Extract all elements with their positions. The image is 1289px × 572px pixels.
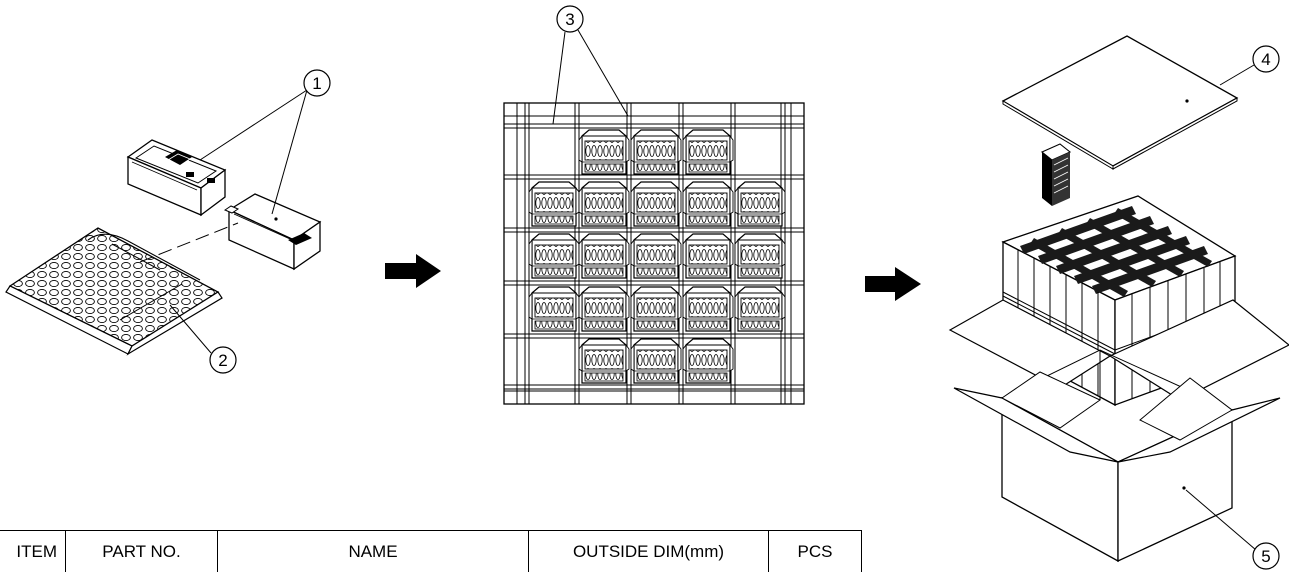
single-module bbox=[1040, 143, 1072, 206]
balloon-4: 4 bbox=[1219, 45, 1280, 86]
battery-module-upper bbox=[126, 139, 227, 217]
bom-col-item: ITEM bbox=[0, 531, 66, 572]
bubble-bag bbox=[5, 227, 223, 356]
packing-tray-grid bbox=[503, 102, 805, 405]
carton-lid-sheet bbox=[1001, 35, 1239, 170]
balloon-2: 2 bbox=[169, 304, 237, 374]
battery-module-lower bbox=[223, 193, 322, 271]
svg-text:2: 2 bbox=[218, 351, 227, 370]
shipping-carton bbox=[948, 299, 1289, 563]
bom-table-header: ITEM PART NO. NAME OUTSIDE DIM(mm) PCS bbox=[0, 530, 862, 572]
svg-text:5: 5 bbox=[1261, 547, 1270, 566]
right-arrow-icon bbox=[865, 267, 921, 301]
balloon-1: 1 bbox=[199, 69, 331, 215]
balloon-5: 5 bbox=[1185, 489, 1280, 570]
bom-col-outside-dim: OUTSIDE DIM(mm) bbox=[529, 531, 769, 572]
bom-col-name: NAME bbox=[218, 531, 529, 572]
balloon-3: 3 bbox=[552, 5, 629, 125]
bom-col-part-no: PART NO. bbox=[66, 531, 218, 572]
svg-text:1: 1 bbox=[312, 74, 321, 93]
svg-text:3: 3 bbox=[565, 10, 574, 29]
bom-col-pcs: PCS bbox=[769, 531, 862, 572]
insertion-line bbox=[139, 222, 239, 263]
svg-text:4: 4 bbox=[1261, 50, 1270, 69]
right-arrow-icon bbox=[385, 254, 441, 288]
